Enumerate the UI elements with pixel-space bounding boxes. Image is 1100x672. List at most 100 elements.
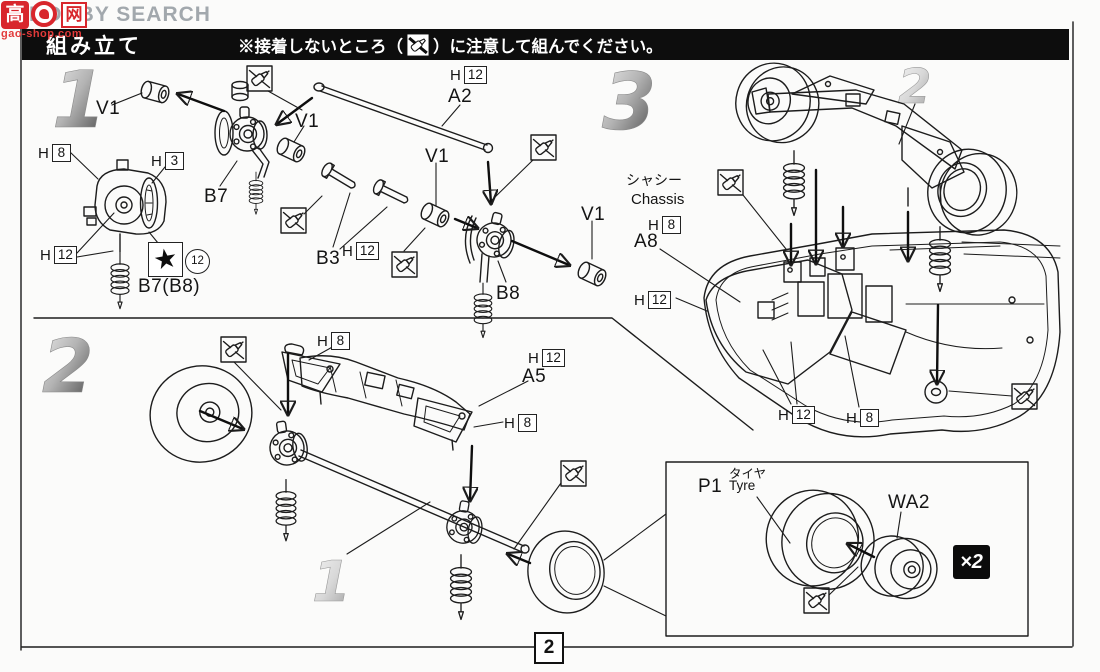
h-prefix: H [450,66,461,84]
part-label-a5: A5 [522,366,547,387]
step3-rear-axle-drawing [751,75,965,207]
chassis-label-en: Chassis [631,191,685,208]
h-number: 12 [791,406,815,424]
h-number: 3 [164,152,184,170]
tyre-inset-box [603,461,1029,637]
h-prefix: H [634,291,645,309]
no-glue-icon [530,134,557,161]
part-label-wa2: WA2 [888,492,930,513]
h-number: 8 [330,332,350,350]
stamp-icon [31,1,57,27]
step3-callout-pointers [659,103,1013,408]
page-number: 2 [534,632,564,664]
step2-from-step1-numeral: 1 [312,550,351,615]
star-part-callout: ★ [148,242,183,277]
step1-numeral: 1 [52,56,106,146]
step1-v1-bushing-top [138,79,172,105]
step3-right-spring [928,226,952,293]
part-label-v1: V1 [425,146,450,167]
h-prefix: H [504,414,515,432]
h-number: 12 [541,349,565,367]
step1-knuckle-drawing [83,159,167,310]
no-glue-icon [246,65,273,92]
h-number: 8 [859,409,879,427]
part-label-p1: P1 [698,476,723,497]
step2-wheel-drawing [149,365,253,463]
step2-left-hub-drawing [265,417,310,542]
gao-logo-icon: 高 [1,1,29,29]
no-glue-icon [717,169,744,196]
chassis-label-jp: シャシー [626,172,682,188]
wang-logo-icon: 网 [61,2,87,28]
step2-numeral: 2 [42,324,94,410]
watermark-site-text: gao-shop.com [1,28,83,40]
star-part-number: 12 [185,249,210,274]
h-number: 12 [463,66,487,84]
step1-callout-pointers [69,90,593,283]
part-label-b7b8: B7(B8) [138,276,201,297]
h-prefix: H [528,349,539,367]
part-label-v1: V1 [96,98,121,119]
part-label-b7: B7 [204,186,229,207]
notice-text-pre: ※接着しないところ（ [238,37,403,56]
h-number: 8 [517,414,537,432]
step3-numeral: 3 [602,58,656,148]
h-prefix: H [317,332,328,350]
h-number: 8 [661,216,681,234]
section-divider [33,317,754,431]
part-label-a8: A8 [634,231,659,252]
step3-left-spring [782,150,806,217]
step3-assembly-arrows [791,168,938,383]
h-prefix: H [38,144,49,162]
step2-right-hub-drawing [443,498,487,621]
part-label-a2: A2 [448,86,473,107]
h-number: 12 [647,291,671,309]
part-label-v1: V1 [295,111,320,132]
part-label-b8: B8 [496,283,521,304]
h-number: 8 [51,144,71,162]
no-glue-icon [220,336,247,363]
step3-right-wheel-drawing [927,148,1018,236]
step1-assembly-arrows [178,94,569,265]
no-glue-notice: ※接着しないところ（ ）に注意して組んでください。 [238,33,663,57]
step2-tyre-drawing [527,530,605,614]
part-label-b3: B3 [316,248,341,269]
inset-wheel-drawing [860,535,938,600]
no-glue-icon [1011,383,1038,410]
header-title: 組み立て [46,34,142,58]
notice-text-post: ）に注意して組んでください。 [433,37,663,56]
h-prefix: H [40,246,51,264]
h-prefix: H [151,152,162,170]
step3-from-step2-numeral: 2 [898,59,931,115]
no-glue-icon [407,33,429,56]
no-glue-icon [280,207,307,234]
part-label-v1: V1 [581,204,606,225]
h-prefix: H [342,242,353,260]
h-prefix: H [846,409,857,427]
step1-b3-pins-drawing [319,160,412,209]
h-number: 12 [53,246,77,264]
star-icon: ★ [150,242,181,276]
tyre-label-jp: タイヤ [729,467,767,481]
step1-a2-tie-rod-drawing [313,82,494,154]
step2-assembly-arrows [198,352,532,563]
tyre-label-en: Tyre [729,478,756,493]
h-number: 12 [355,242,379,260]
no-glue-icon [803,587,830,614]
step3-chassis-drawing [703,229,1061,438]
step2-callout-pointers [233,344,562,555]
inset-tyre-drawing [765,489,875,591]
